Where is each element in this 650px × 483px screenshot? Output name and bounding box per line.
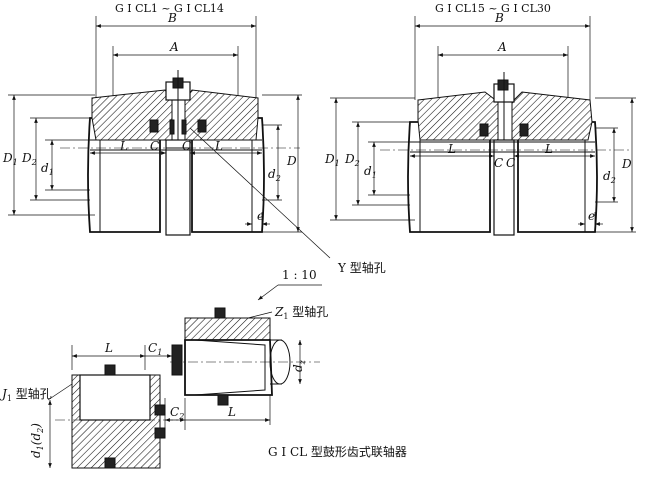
left-dim-L-right: L — [214, 139, 223, 153]
right-dim-C-right: C — [506, 156, 515, 170]
taper-ratio: 1 : 10 — [282, 268, 317, 282]
left-dim-d2: d2 — [268, 167, 281, 183]
right-dim-L-left: L — [447, 142, 456, 156]
left-dim-d1: d1 — [41, 161, 54, 177]
j1-bore-label: J1 型轴孔 — [0, 386, 52, 403]
figure-caption: G Ⅰ CL 型鼓形齿式联轴器 — [268, 444, 407, 459]
right-flange-bolt — [497, 79, 509, 91]
left-dim-L-left: L — [119, 139, 128, 153]
right-dim-B: B — [494, 11, 504, 25]
left-coupling-view: G Ⅰ CL1 ~ G Ⅰ CL14 B A — [2, 2, 302, 236]
right-view-title: G Ⅰ CL15 ~ G Ⅰ CL30 — [435, 2, 551, 15]
left-dim-D: D — [286, 154, 297, 168]
left-dim-D2: D2 — [21, 151, 37, 167]
right-dim-d2: d2 — [603, 169, 616, 185]
bore-detail-view: 1 : 10 Z1 型轴孔 dz J1 型轴孔 — [0, 268, 328, 469]
right-dim-A: A — [497, 40, 507, 54]
right-hub-left — [407, 121, 491, 233]
left-hub-left — [87, 117, 161, 233]
left-dim-A: A — [169, 40, 179, 54]
dim-dz: dz — [291, 359, 307, 372]
right-dim-d1: d1 — [364, 164, 377, 180]
right-dim-D: D — [621, 157, 632, 171]
right-dim-L-right: L — [544, 142, 553, 156]
right-coupling-view: G Ⅰ CL15 ~ G Ⅰ CL30 B A D1 D2 — [324, 2, 636, 236]
right-dim-e: e — [588, 209, 595, 223]
right-dim-D1: D1 — [324, 152, 340, 168]
left-dim-e: e — [257, 209, 264, 223]
y-bore-leader — [189, 127, 331, 259]
y-bore-label: Y 型轴孔 — [337, 260, 386, 275]
left-dim-D1: D1 — [2, 151, 18, 167]
z1-bore-label: Z1 型轴孔 — [274, 304, 328, 321]
dim-L-bottom: L — [227, 405, 236, 419]
dim-L-top: L — [104, 341, 113, 355]
left-view-title: G Ⅰ CL1 ~ G Ⅰ CL14 — [115, 2, 224, 15]
z1-hub — [184, 317, 271, 341]
left-dim-B: B — [167, 11, 177, 25]
left-dim-C-right: C — [182, 139, 191, 153]
right-dim-C-left: C — [494, 156, 503, 170]
dim-C2: C2 — [170, 405, 184, 421]
dim-d1-d2: d1(d2) — [29, 423, 45, 458]
dim-C1: C1 — [148, 341, 162, 357]
right-dim-D2: D2 — [344, 152, 360, 168]
left-sleeve-right-section — [184, 89, 259, 141]
left-sleeve-left-section — [91, 89, 173, 141]
left-dim-C-left: C — [150, 139, 159, 153]
